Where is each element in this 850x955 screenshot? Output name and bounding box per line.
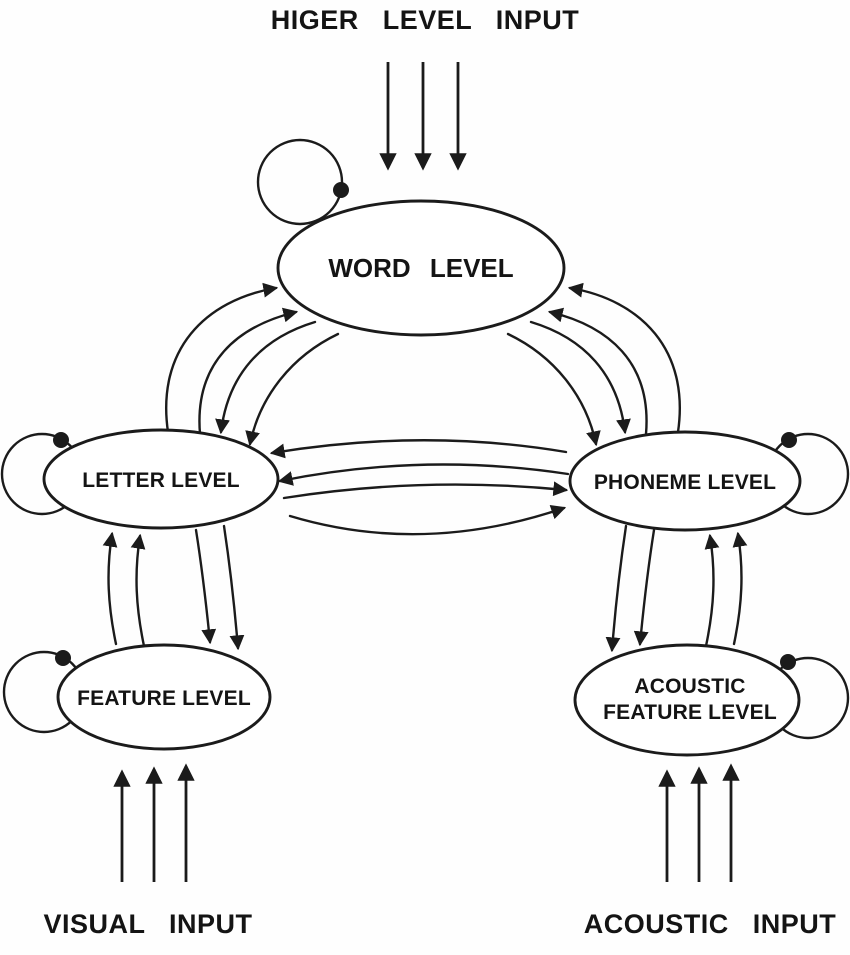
word-level-ellipse: [276, 199, 566, 337]
feature-level-label: FEATURE LEVEL: [77, 687, 251, 710]
arrow-phoneme-to-letter-1: [269, 439, 568, 459]
node-acoustic-feature: ACOUSTIC FEATURE LEVEL: [573, 643, 801, 757]
letter-level-ellipse: [42, 428, 280, 530]
letter-level-label: LETTER LEVEL: [82, 469, 240, 492]
arrow-phoneme-to-word-1: [567, 282, 681, 434]
feature-level-ellipse: [56, 643, 272, 751]
inhibition-dot-icon: [781, 432, 797, 448]
phoneme-level-ellipse: [568, 430, 802, 532]
word-letter-connections: [165, 282, 340, 447]
letter-feature-connections: [102, 524, 245, 651]
node-word: WORD LEVEL: [276, 182, 566, 337]
arrow-word-to-phoneme-1: [529, 320, 631, 435]
word-phoneme-connections: [506, 282, 681, 447]
arrow-phoneme-to-acoustic-2: [605, 524, 628, 653]
inhibition-dot-icon: [55, 650, 71, 666]
arrow-letter-to-feature-2: [222, 524, 245, 651]
node-feature: FEATURE LEVEL: [55, 643, 272, 751]
phoneme-level-label: PHONEME LEVEL: [594, 471, 776, 494]
acoustic-input-label: ACOUSTIC INPUT: [584, 909, 837, 939]
arrow-phoneme-to-acoustic-1: [633, 528, 656, 647]
arrow-feature-to-letter-2: [130, 533, 146, 648]
letter-phoneme-connections: [269, 439, 570, 536]
phoneme-acoustic-feature-connections: [605, 524, 748, 653]
arrow-word-to-phoneme-2: [506, 332, 601, 447]
inhibition-dot-icon: [780, 654, 796, 670]
arrow-feature-to-letter-1: [102, 531, 118, 646]
node-letter: LETTER LEVEL: [42, 428, 280, 530]
visual-input-label: VISUAL INPUT: [43, 909, 252, 939]
arrow-acoustic-to-phoneme-2: [704, 533, 720, 648]
word-self-loop: [256, 138, 344, 226]
higher-level-input-arrows: [379, 62, 467, 171]
visual-input-arrows: [113, 763, 195, 882]
arrow-letter-to-word-1: [165, 282, 279, 434]
arrow-phoneme-to-word-2: [547, 307, 648, 436]
inhibition-dot-icon: [333, 182, 349, 198]
arrow-phoneme-to-letter-2: [277, 463, 570, 486]
acoustic-input-arrows: [658, 763, 740, 882]
arrow-word-to-letter-2: [245, 332, 340, 447]
higher-level-input-label: HIGER LEVEL INPUT: [271, 5, 580, 35]
acoustic-feature-level-ellipse: [573, 643, 801, 757]
arrow-letter-to-phoneme-2: [288, 505, 567, 536]
node-phoneme: PHONEME LEVEL: [568, 430, 802, 532]
acoustic-feature-level-label-line1: ACOUSTIC: [634, 675, 745, 698]
self-inhibition-loops: [0, 138, 850, 740]
arrow-letter-to-word-2: [198, 307, 299, 436]
inhibition-dot-icon: [53, 432, 69, 448]
arrow-acoustic-to-phoneme-1: [732, 531, 748, 646]
word-level-label: WORD LEVEL: [328, 253, 513, 283]
arrow-word-to-letter-1: [215, 320, 317, 435]
arrow-letter-to-phoneme-1: [282, 481, 569, 500]
arrow-letter-to-feature-1: [194, 528, 217, 645]
acoustic-feature-level-label-line2: FEATURE LEVEL: [603, 701, 777, 724]
